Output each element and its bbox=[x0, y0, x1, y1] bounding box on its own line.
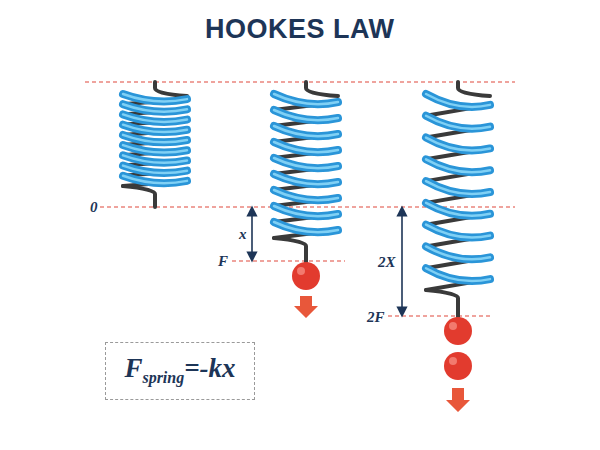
coil-front bbox=[123, 176, 187, 183]
coil-highlight bbox=[274, 126, 338, 136]
coil-highlight bbox=[123, 145, 187, 152]
spring-hook bbox=[123, 186, 155, 207]
coil-highlight bbox=[426, 181, 490, 194]
extension-label: x bbox=[239, 226, 247, 243]
coil-front bbox=[426, 116, 490, 129]
coil-front bbox=[274, 174, 338, 184]
coil-highlight bbox=[123, 104, 187, 111]
coil-highlight bbox=[123, 166, 187, 173]
force-arrow bbox=[294, 296, 318, 318]
zero-line bbox=[100, 206, 515, 207]
x-dimension bbox=[251, 211, 253, 257]
coil-front bbox=[123, 166, 187, 173]
coil-highlight bbox=[274, 174, 338, 184]
coil-front bbox=[274, 222, 338, 232]
coil-highlight bbox=[426, 203, 490, 216]
ball-shine bbox=[297, 267, 305, 275]
coil-highlight bbox=[274, 190, 338, 200]
coil-front bbox=[274, 126, 338, 136]
coil-highlight bbox=[123, 125, 187, 132]
coil-highlight bbox=[274, 206, 338, 216]
coil-front bbox=[123, 145, 187, 152]
springs bbox=[123, 82, 490, 317]
coil-highlight bbox=[426, 268, 490, 281]
coil-front bbox=[274, 142, 338, 152]
coil-front bbox=[123, 104, 187, 111]
force-arrow bbox=[446, 388, 470, 412]
coil-front bbox=[123, 94, 187, 101]
coil-front bbox=[426, 138, 490, 151]
coil-front bbox=[123, 125, 187, 132]
f-line bbox=[232, 260, 345, 261]
coil-front bbox=[123, 155, 187, 162]
coil-front bbox=[274, 94, 338, 104]
spring-hook bbox=[155, 82, 187, 96]
weight-ball bbox=[444, 352, 472, 380]
coil-front bbox=[426, 181, 490, 194]
spring-hook bbox=[274, 238, 306, 262]
spring-hook bbox=[426, 290, 458, 317]
spring-hook bbox=[458, 82, 490, 96]
ball-shine bbox=[449, 322, 457, 330]
coil-front bbox=[274, 190, 338, 200]
force-label: 2F bbox=[367, 309, 385, 326]
ball-shine bbox=[449, 357, 457, 365]
coil-highlight bbox=[274, 110, 338, 120]
coil-front bbox=[123, 135, 187, 142]
zero-label: 0 bbox=[90, 199, 98, 216]
coil-highlight bbox=[274, 142, 338, 152]
coil-front bbox=[274, 110, 338, 120]
coil-highlight bbox=[274, 158, 338, 168]
spring-hook bbox=[306, 82, 338, 96]
coil-highlight bbox=[426, 159, 490, 172]
coil-front bbox=[426, 246, 490, 259]
coil-highlight bbox=[123, 176, 187, 183]
coil-highlight bbox=[426, 116, 490, 129]
coil-highlight bbox=[123, 155, 187, 162]
coil-front bbox=[426, 203, 490, 216]
weight-ball bbox=[292, 262, 320, 290]
force-label: F bbox=[218, 253, 228, 270]
coil-highlight bbox=[426, 246, 490, 259]
coil-highlight bbox=[426, 138, 490, 151]
coil-front bbox=[426, 268, 490, 281]
formula-text: =-kx bbox=[184, 353, 235, 384]
formula-text: F bbox=[124, 353, 142, 384]
extension-label: 2X bbox=[378, 254, 396, 271]
weight-ball bbox=[444, 317, 472, 345]
formula-text: spring bbox=[142, 369, 184, 387]
coil-highlight bbox=[123, 94, 187, 101]
coil-highlight bbox=[274, 222, 338, 232]
coil-front bbox=[123, 114, 187, 121]
coil-front bbox=[426, 94, 490, 107]
coil-highlight bbox=[426, 225, 490, 238]
coil-highlight bbox=[123, 135, 187, 142]
coil-highlight bbox=[274, 94, 338, 104]
coil-front bbox=[426, 159, 490, 172]
coil-front bbox=[274, 158, 338, 168]
diagram-title: HOOKES LAW bbox=[205, 14, 395, 45]
coil-front bbox=[426, 225, 490, 238]
2f-line bbox=[388, 315, 492, 316]
ceiling-line bbox=[85, 81, 515, 82]
coil-highlight bbox=[426, 94, 490, 107]
formula-box: Fspring=-kx bbox=[105, 342, 255, 400]
2x-dimension bbox=[401, 211, 403, 312]
coil-front bbox=[274, 206, 338, 216]
coil-highlight bbox=[123, 114, 187, 121]
